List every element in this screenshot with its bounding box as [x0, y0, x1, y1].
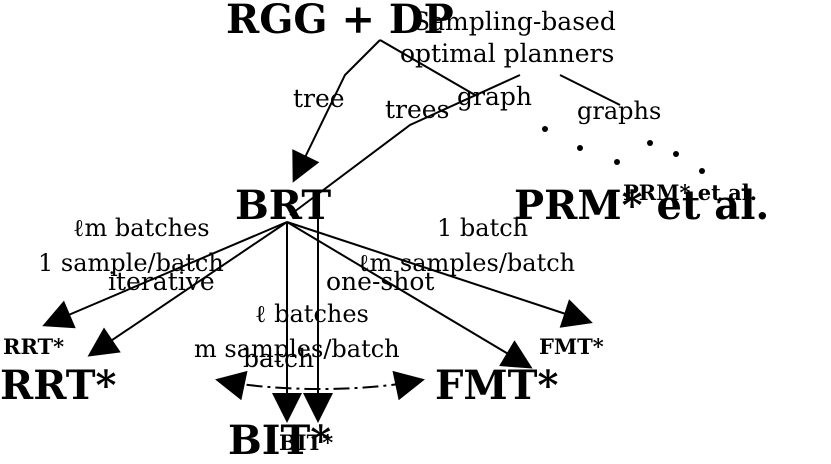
node-fmt-big: FMT*: [435, 362, 559, 409]
edge-label-one-shot: one-shot: [326, 267, 435, 296]
edge-label-l-batches: ℓ batches: [255, 300, 369, 328]
edge-brt-to-fmt-big: [286, 221, 533, 369]
edge-label-lm-samples-batch: ℓm samples/batch: [358, 249, 576, 277]
node-prm-big: PRM* et al.: [514, 182, 770, 229]
edge-rgg-to-graph: [379, 39, 476, 96]
edge-sampling-to-brt-trees: [289, 74, 521, 216]
node-prm-small: PRM* et al.: [623, 180, 758, 205]
edge-label-one-batch: 1 batch: [437, 214, 529, 242]
edge-label-lm-batches: ℓm batches: [73, 214, 210, 242]
node-rrt-big: RRT*: [0, 362, 117, 409]
node-sampling-planners-line2: optimal planners: [400, 39, 615, 68]
edge-label-graphs: graphs: [577, 97, 662, 125]
node-bit-big: BIT*: [228, 417, 332, 464]
edge-label-trees: trees: [385, 95, 450, 124]
edge-label-tree: tree: [293, 84, 345, 113]
edge-brt-to-rrt-small: [42, 221, 288, 329]
edge-label-iterative: iterative: [108, 267, 215, 296]
node-fmt-small: FMT*: [539, 334, 604, 359]
edge-rgg-to-brt-tree: [292, 39, 381, 183]
node-bit-small: BIT*: [279, 430, 334, 455]
edge-label-one-sample-batch: 1 sample/batch: [38, 249, 224, 277]
edge-brt-to-rrt-big: [87, 221, 288, 357]
dashed-batch-arrow: [215, 370, 425, 401]
node-rrt-small: RRT*: [3, 334, 65, 359]
edge-brt-to-fmt-small: [286, 221, 593, 328]
node-sampling-planners-line1: Sampling-based: [413, 7, 616, 36]
edge-label-batch: batch: [243, 344, 315, 373]
edge-label-m-samples-batch: m samples/batch: [194, 335, 400, 363]
dotted-edge-to-prm: [542, 126, 705, 174]
edge-sampling-to-graphs: [559, 74, 621, 106]
node-rgg-dp: RGG + DP: [226, 0, 454, 43]
edge-label-graph: graph: [457, 82, 532, 111]
node-brt: BRT: [235, 182, 332, 229]
